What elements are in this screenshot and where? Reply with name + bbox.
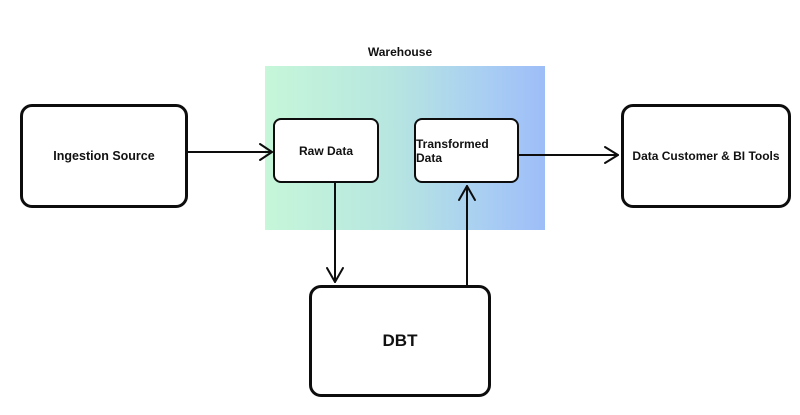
edge-dbt-to-transformed (458, 185, 476, 286)
edge-transformed-to-consumers (518, 146, 619, 164)
node-label: Data Customer & BI Tools (632, 149, 780, 163)
node-label: Transformed Data (416, 136, 489, 165)
node-transformed-data: Transformed Data (414, 118, 519, 183)
edge-ingestion-to-raw (187, 143, 273, 161)
edge-raw-to-dbt (326, 182, 344, 283)
node-label: DBT (382, 331, 418, 350)
node-ingestion-source: Ingestion Source (20, 104, 188, 208)
node-label: Raw Data (298, 143, 354, 158)
warehouse-title: Warehouse (367, 45, 433, 59)
node-dbt: DBT (309, 285, 491, 397)
node-data-customer-bi-tools: Data Customer & BI Tools (621, 104, 791, 208)
node-label: Ingestion Source (53, 149, 155, 163)
node-raw-data: Raw Data (273, 118, 379, 183)
